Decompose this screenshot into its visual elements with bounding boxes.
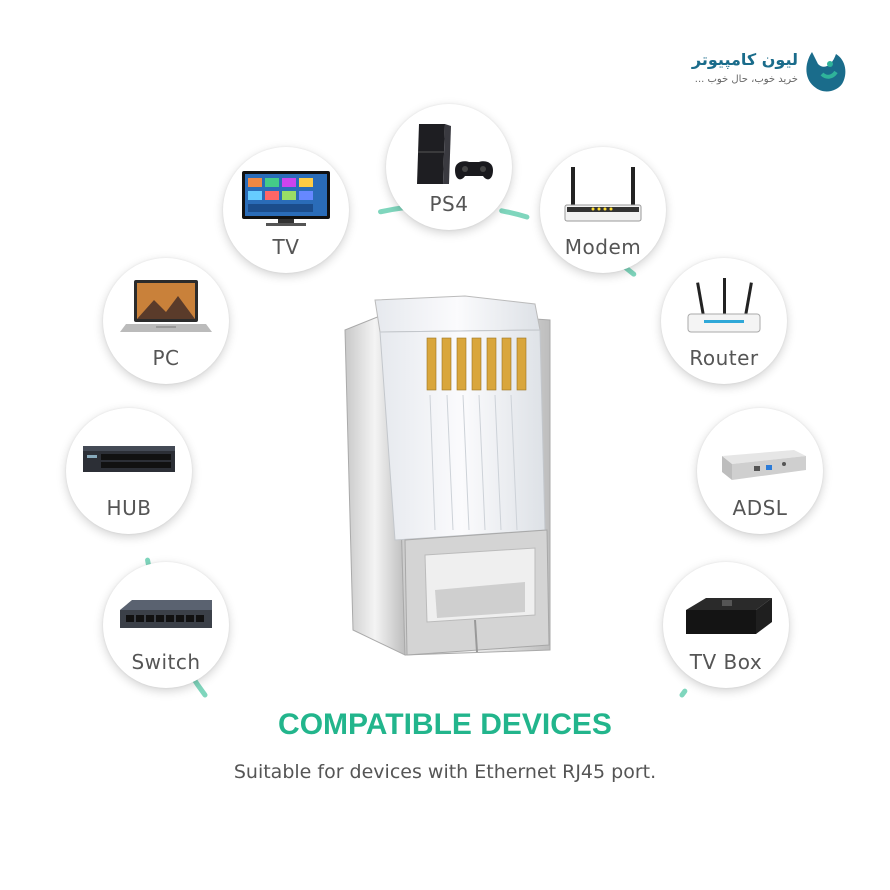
lion-logo-icon	[806, 52, 846, 92]
section-subheading: Suitable for devices with Ethernet RJ45 …	[233, 761, 657, 783]
adsl-icon	[722, 450, 806, 480]
device-tv-box: TV Box	[663, 562, 789, 688]
switch-icon	[120, 600, 212, 628]
device-label: HUB	[106, 496, 152, 520]
modem-icon	[564, 167, 642, 222]
brand-name: لیون کامپیوتر	[691, 50, 798, 69]
device-pc: PC	[103, 258, 229, 384]
device-adsl: ADSL	[697, 408, 823, 534]
tv-box-icon	[686, 598, 772, 634]
device-label: Modem	[564, 235, 642, 259]
tv-icon	[242, 171, 330, 226]
device-label: Router	[689, 346, 759, 370]
hub-icon	[83, 446, 175, 472]
device-label: PC	[152, 346, 180, 370]
rj45-connector-illustration	[344, 295, 551, 656]
device-label: TV	[272, 235, 300, 259]
device-router: Router	[661, 258, 787, 384]
ps4-console-icon	[417, 124, 493, 184]
device-label: PS4	[429, 192, 469, 216]
device-label: Switch	[131, 650, 201, 674]
device-label: ADSL	[732, 496, 788, 520]
device-tv: TV	[223, 147, 349, 273]
device-switch: Switch	[103, 562, 229, 688]
device-hub: HUB	[66, 408, 192, 534]
laptop-icon	[120, 280, 212, 332]
brand-logo: لیون کامپیوتر خرید خوب، حال خوب ...	[692, 44, 850, 100]
device-ps4: PS4	[386, 104, 512, 230]
router-icon	[687, 278, 761, 333]
brand-tagline: خرید خوب، حال خوب ...	[694, 74, 798, 85]
section-heading: COMPATIBLE DEVICES	[278, 708, 612, 741]
device-label: TV Box	[689, 650, 763, 674]
device-modem: Modem	[540, 147, 666, 273]
